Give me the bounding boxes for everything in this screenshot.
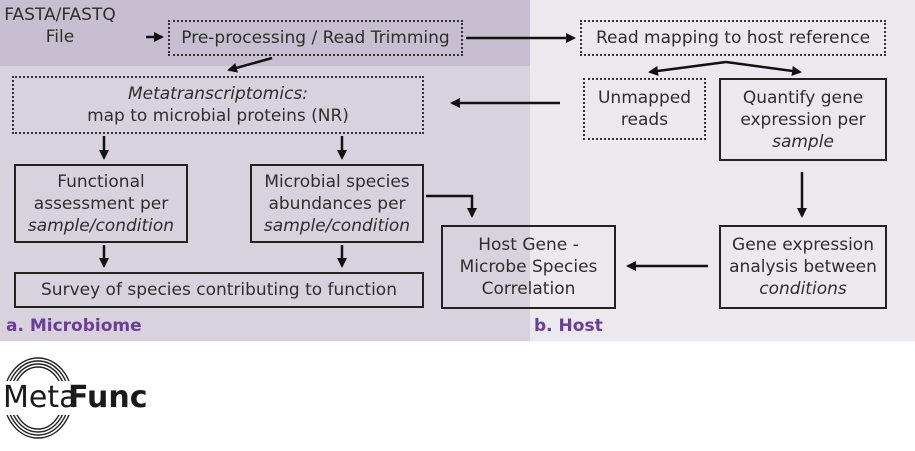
logo-meta-text: Meta	[2, 380, 79, 415]
gene-expression-line2: analysis between	[729, 257, 877, 277]
preprocessing-text: Pre-processing / Read Trimming	[181, 28, 450, 48]
quantify-line3: sample	[772, 131, 834, 152]
functional-line3: sample/condition	[27, 215, 175, 236]
quantify-line2: expression per	[740, 109, 866, 130]
input-line1: FASTA/FASTQ	[4, 5, 116, 25]
metafunc-logo: Meta Func	[0, 352, 200, 448]
logo-func-text: Func	[68, 380, 148, 415]
survey-box: Survey of species contributing to functi…	[14, 272, 424, 308]
gene-expression-line1: Gene expression	[732, 235, 874, 255]
correlation-line1: Host Gene -	[478, 235, 579, 255]
unmapped-line1: Unmapped	[597, 88, 692, 108]
species-line3: sample/condition	[263, 215, 411, 236]
metatranscriptomics-title: Metatranscriptomics:	[127, 84, 309, 104]
input-file-label: FASTA/FASTQ File	[0, 4, 120, 48]
gene-expression-line3: conditions	[759, 279, 847, 299]
host-mapping-box: Read mapping to host reference	[580, 20, 886, 56]
species-box: Microbial species abundances per sample/…	[250, 164, 424, 243]
species-line1: Microbial species	[264, 171, 410, 192]
input-line2: File	[45, 27, 75, 47]
host-label: b. Host	[534, 316, 603, 336]
quantify-line1: Quantify gene	[742, 87, 864, 108]
arrow-preprocess-to-meta	[227, 56, 273, 73]
quantify-box: Quantify gene expression per sample	[719, 78, 887, 161]
gene-expression-box: Gene expression analysis between conditi…	[719, 225, 887, 309]
functional-line1: Functional	[57, 171, 145, 192]
microbiome-label: a. Microbiome	[6, 316, 142, 336]
survey-text: Survey of species contributing to functi…	[41, 280, 397, 300]
arrow-mapping-to-unmapped	[648, 60, 727, 76]
unmapped-line2: reads	[620, 110, 669, 130]
metatranscriptomics-box: Metatranscriptomics: map to microbial pr…	[12, 76, 424, 134]
unmapped-reads-box: Unmapped reads	[583, 78, 706, 140]
metatranscriptomics-desc: map to microbial proteins (NR)	[87, 106, 349, 126]
functional-box: Functional assessment per sample/conditi…	[14, 164, 188, 243]
arrow-mapping-to-quantify	[725, 60, 802, 76]
correlation-line2: Microbe Species	[459, 257, 598, 277]
arrow-species-to-correlation	[426, 194, 477, 218]
functional-line2: assessment per	[33, 193, 169, 214]
preprocessing-box: Pre-processing / Read Trimming	[168, 20, 463, 56]
host-panel	[530, 0, 915, 341]
species-line2: abundances per	[268, 193, 406, 214]
correlation-line3: Correlation	[481, 279, 576, 299]
correlation-box: Host Gene - Microbe Species Correlation	[441, 225, 616, 309]
host-mapping-text: Read mapping to host reference	[595, 28, 871, 48]
